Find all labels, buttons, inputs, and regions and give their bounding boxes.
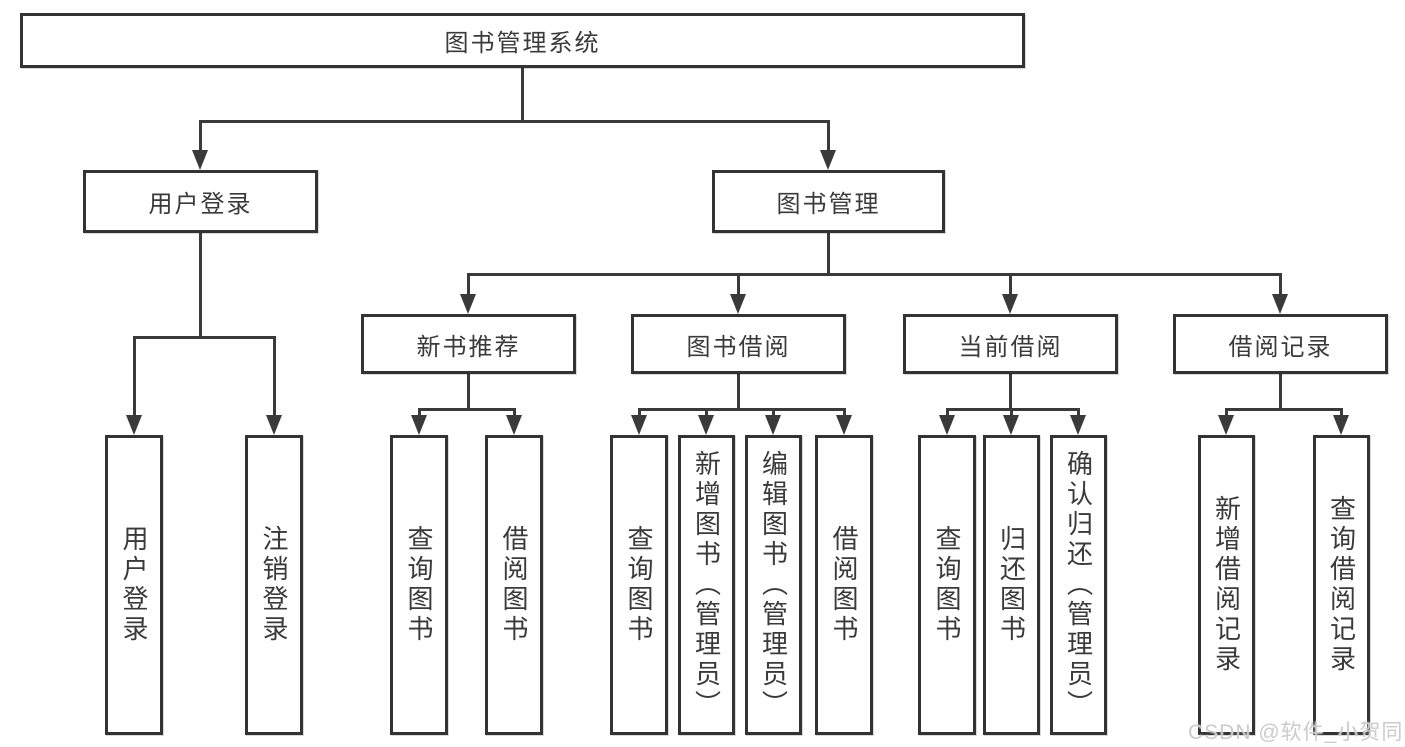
node-current-borrow: 当前借阅 [903, 314, 1118, 374]
node-leaf-add-borrow-rec-label: 新增借阅记录 [1211, 495, 1242, 675]
arrow-down-icon [1333, 415, 1349, 435]
arrow-down-icon [460, 294, 476, 314]
connector-bus-book-borrow [637, 408, 846, 411]
connector-bus-current-borrow [945, 408, 1080, 411]
node-leaf-user-login: 用户登录 [105, 435, 163, 735]
node-leaf-query-book-3: 查询图书 [918, 435, 976, 735]
node-leaf-query-book-1: 查询图书 [390, 435, 448, 735]
arrow-down-icon [836, 415, 852, 435]
connector-stem-borrow-records-1 [1339, 408, 1343, 417]
csdn-watermark: CSDN @软件_小贺同学 [1188, 721, 1405, 744]
connector-stem-book-mgmt-1 [736, 273, 740, 296]
node-leaf-return-book: 归还图书 [983, 435, 1040, 735]
arrow-down-icon [1272, 294, 1288, 314]
arrow-down-icon [126, 415, 142, 435]
node-book-mgmt-label: 图书管理 [776, 191, 881, 218]
node-leaf-add-book-admin-label: 新增图书（管理员） [691, 450, 722, 720]
connector-stem-book-mgmt-3 [1278, 273, 1282, 296]
node-leaf-query-book-1-label: 查询图书 [404, 525, 434, 645]
arrow-down-icon [631, 415, 647, 435]
connector-stem-book-mgmt-2 [1008, 273, 1012, 296]
connector-bus-book-mgmt [466, 273, 1282, 276]
arrow-down-icon [730, 294, 746, 314]
arrow-down-icon [1218, 415, 1234, 435]
arrow-down-icon [820, 150, 836, 170]
arrow-down-icon [765, 415, 781, 435]
connector-stem-user-login-1 [272, 336, 276, 417]
node-user-login: 用户登录 [83, 170, 318, 233]
node-leaf-borrow-book-2-label: 借阅图书 [829, 525, 859, 645]
arrow-down-icon [411, 415, 427, 435]
connector-stem-borrow-records-0 [1224, 408, 1228, 417]
arrow-down-icon [698, 415, 714, 435]
connector-stem-current-borrow-1 [1009, 408, 1013, 417]
connector-stem-user-login-0 [132, 336, 136, 417]
node-leaf-return-book-label: 归还图书 [996, 525, 1027, 645]
arrow-down-icon [266, 415, 282, 435]
connector-stem-book-borrow-3 [842, 408, 846, 417]
arrow-down-icon [1002, 294, 1018, 314]
connector-trunk-new-book-rec [466, 374, 470, 411]
connector-trunk-root [520, 68, 524, 123]
node-book-mgmt: 图书管理 [712, 170, 945, 233]
arrow-down-icon [939, 415, 955, 435]
connector-trunk-user-login [198, 233, 202, 339]
node-leaf-query-book-3-label: 查询图书 [932, 525, 962, 645]
node-book-borrow-label: 图书借阅 [686, 333, 791, 361]
node-leaf-query-borrow-rec-label: 查询借阅记录 [1326, 495, 1357, 675]
node-current-borrow-label: 当前借阅 [958, 333, 1063, 361]
connector-stem-root-1 [826, 120, 830, 152]
connector-bus-user-login [132, 336, 276, 339]
node-leaf-confirm-return: 确认归还（管理员） [1050, 435, 1107, 735]
arrow-down-icon [1070, 415, 1086, 435]
node-leaf-query-book-2: 查询图书 [610, 435, 668, 735]
node-new-book-rec: 新书推荐 [361, 314, 576, 374]
node-book-borrow: 图书借阅 [631, 314, 846, 374]
node-leaf-logout-label: 注销登录 [259, 525, 289, 645]
connector-bus-borrow-records [1224, 408, 1343, 411]
connector-stem-book-borrow-0 [637, 408, 641, 417]
node-leaf-logout: 注销登录 [245, 435, 303, 735]
node-new-book-rec-label: 新书推荐 [416, 333, 521, 361]
node-leaf-confirm-return-label: 确认归还（管理员） [1063, 450, 1094, 720]
node-leaf-user-login-label: 用户登录 [119, 525, 149, 645]
connector-stem-current-borrow-2 [1076, 408, 1080, 417]
connector-stem-new-book-rec-1 [512, 408, 516, 417]
node-leaf-edit-book-admin: 编辑图书（管理员） [745, 435, 802, 735]
connector-stem-book-mgmt-0 [466, 273, 470, 296]
node-leaf-add-borrow-rec: 新增借阅记录 [1198, 435, 1255, 735]
connector-stem-root-0 [198, 120, 202, 152]
node-user-login-label: 用户登录 [148, 191, 253, 218]
node-leaf-borrow-book-1-label: 借阅图书 [499, 525, 529, 645]
node-root-label: 图书管理系统 [444, 30, 601, 57]
connector-trunk-current-borrow [1008, 374, 1012, 411]
node-leaf-query-book-2-label: 查询图书 [624, 525, 654, 645]
connector-stem-current-borrow-0 [945, 408, 949, 417]
connector-trunk-book-borrow [736, 374, 740, 411]
node-leaf-query-borrow-rec: 查询借阅记录 [1313, 435, 1370, 735]
node-borrow-records-label: 借阅记录 [1228, 333, 1333, 361]
connector-trunk-borrow-records [1278, 374, 1282, 411]
connector-trunk-book-mgmt [826, 233, 830, 276]
node-root: 图书管理系统 [20, 13, 1025, 68]
arrow-down-icon [1003, 415, 1019, 435]
arrow-down-icon [506, 415, 522, 435]
connector-bus-new-book-rec [417, 408, 516, 411]
connector-bus-root [198, 120, 830, 123]
connector-stem-new-book-rec-0 [417, 408, 421, 417]
connector-stem-book-borrow-1 [704, 408, 708, 417]
node-leaf-borrow-book-1: 借阅图书 [485, 435, 543, 735]
arrow-down-icon [192, 150, 208, 170]
node-leaf-add-book-admin: 新增图书（管理员） [678, 435, 735, 735]
connector-stem-book-borrow-2 [771, 408, 775, 417]
node-leaf-borrow-book-2: 借阅图书 [815, 435, 873, 735]
node-leaf-edit-book-admin-label: 编辑图书（管理员） [758, 450, 789, 720]
node-borrow-records: 借阅记录 [1173, 314, 1388, 374]
